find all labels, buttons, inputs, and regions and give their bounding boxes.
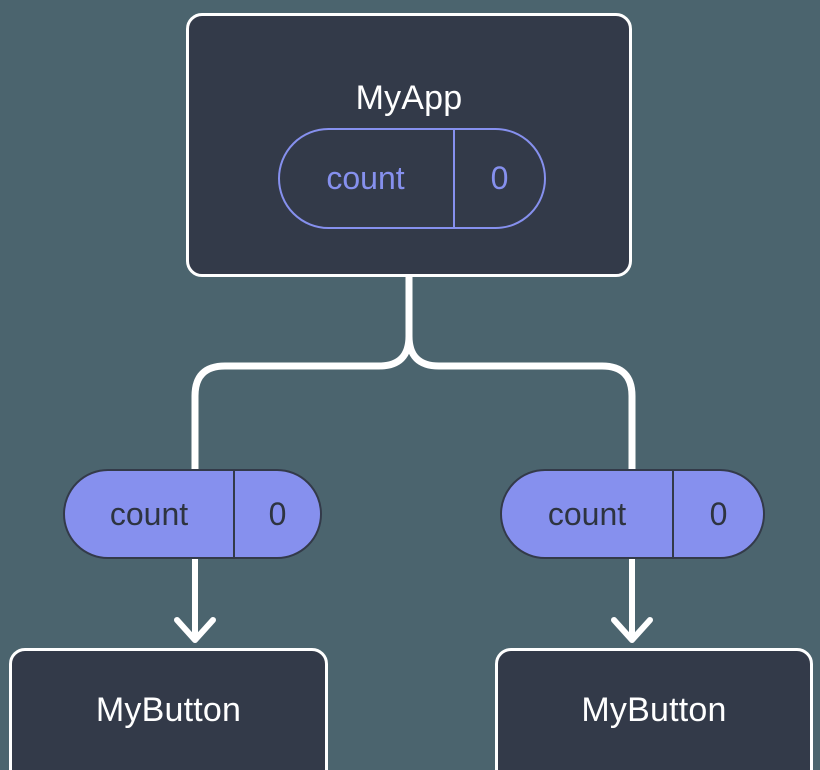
component-label-myapp: MyApp [355, 79, 463, 117]
component-label-mybutton-right: MyButton [581, 691, 727, 729]
state-pill-key: count [280, 130, 455, 227]
component-label-mybutton-left: MyButton [95, 691, 242, 729]
component-node-mybutton-right[interactable]: MyButton [495, 648, 813, 770]
component-node-myapp[interactable]: MyApp [186, 13, 632, 277]
state-pill-myapp-count[interactable]: count 0 [278, 128, 546, 229]
arrow-head-left [174, 617, 216, 643]
prop-pill-right-count[interactable]: count 0 [500, 469, 765, 559]
prop-pill-key: count [65, 471, 235, 557]
prop-pill-left-count[interactable]: count 0 [63, 469, 322, 559]
arrow-head-right [611, 617, 653, 643]
state-pill-value: 0 [490, 160, 509, 196]
prop-pill-value: 0 [268, 495, 287, 532]
prop-pill-key: count [502, 471, 674, 557]
component-node-mybutton-left[interactable]: MyButton [9, 648, 328, 770]
prop-pill-value: 0 [709, 495, 728, 532]
